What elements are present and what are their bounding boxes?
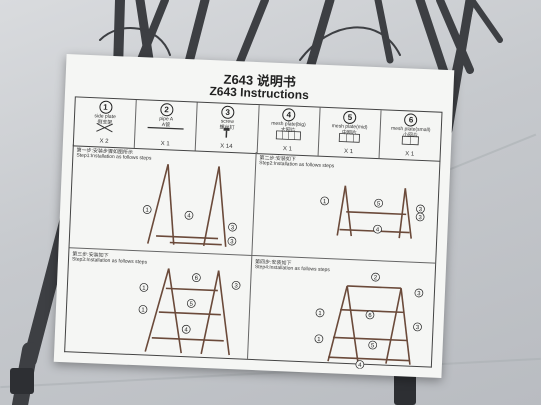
pole (469, 0, 503, 43)
callout-label: 6 (195, 275, 199, 281)
callout-label: 2 (374, 275, 378, 281)
mesh-plate-sketch (275, 130, 301, 141)
callout-label: 3 (419, 207, 423, 213)
callout-label: 3 (418, 215, 422, 221)
callout-label: 3 (416, 325, 420, 331)
part-mesh-plate-big: 4 mesh plate(big) 大网片 X 1 (257, 105, 321, 156)
screw-icon (223, 127, 231, 138)
callout-label: 4 (358, 362, 362, 368)
callout-label: 1 (318, 310, 322, 316)
assembly-step-1: 第一步:安装步骤如图所示 Step1:Installation as follo… (69, 144, 257, 256)
callout-label: 3 (230, 239, 234, 245)
pipe-sketch (147, 126, 184, 130)
wire-hook (299, 26, 401, 61)
part-number: 4 (282, 108, 296, 122)
part-number: 2 (159, 102, 174, 117)
pole (305, 0, 335, 73)
part-pipe-a: 2 pipe A A管 X 1 (134, 99, 199, 151)
step-3-diagram: 6 1 3 1 5 4 (138, 267, 241, 355)
part-number: 6 (404, 113, 418, 127)
pole (374, 0, 394, 64)
part-mesh-plate-small: 6 mesh plate(small) 小网片 X 1 (379, 110, 441, 160)
callout-label: 3 (231, 225, 235, 231)
callout-label: 6 (368, 313, 372, 319)
side-plate-sketch (96, 122, 114, 133)
part-mesh-plate-mid: 5 mesh plate(mid) 中网片 X 1 (318, 107, 382, 159)
assembly-step-4: 第四步:安装如下 Step4:Installation as follows s… (248, 255, 435, 369)
step-4-diagram: 2 3 1 6 3 1 5 4 (314, 272, 424, 369)
pole (136, 0, 169, 66)
callout-label: 1 (145, 208, 149, 214)
pole (236, 0, 269, 66)
step-2-diagram: 1 5 3 3 4 (320, 185, 425, 239)
callout-label: 1 (141, 307, 145, 313)
callout-label: 5 (371, 343, 375, 349)
pole (135, 0, 155, 71)
pole (183, 0, 210, 71)
assembly-step-3: 第三步:安装如下 Step3:Installation as follows s… (65, 247, 253, 359)
part-number: 1 (98, 100, 113, 114)
pole-end-cap (10, 368, 34, 394)
assembly-steps-grid: 第一步:安装步骤如图所示 Step1:Installation as follo… (64, 144, 441, 369)
part-number: 3 (220, 105, 235, 120)
pole (436, 0, 474, 74)
wire-hook (99, 27, 171, 56)
callout-label: 1 (317, 336, 321, 342)
step-1-diagram: 1 4 3 3 (142, 164, 237, 247)
callout-label: 1 (142, 285, 146, 291)
callout-label: 4 (376, 227, 380, 233)
callout-label: 1 (323, 199, 327, 205)
mesh-plate-sketch (338, 133, 360, 143)
part-number: 5 (343, 110, 357, 125)
part-screw: 3 screw 螺丝钉 X 14 (196, 102, 260, 154)
callout-label: 3 (417, 291, 421, 297)
mesh-plate-sketch (401, 135, 419, 146)
instruction-sheet: Z643 说明书 Z643 Instructions 1 side plate … (53, 54, 455, 378)
assembly-step-2: 第二步:安装如下 Step2:Installation as follows s… (252, 152, 440, 264)
part-side-plate: 1 side plate 侧支架 X 2 (73, 97, 137, 148)
callout-label: 5 (189, 301, 193, 307)
callout-label: 4 (187, 213, 191, 219)
callout-label: 5 (377, 201, 381, 207)
callout-label: 4 (184, 327, 188, 333)
parts-table: 1 side plate 侧支架 X 2 2 pipe A A管 X 1 3 s… (72, 96, 443, 162)
callout-label: 3 (234, 283, 238, 289)
